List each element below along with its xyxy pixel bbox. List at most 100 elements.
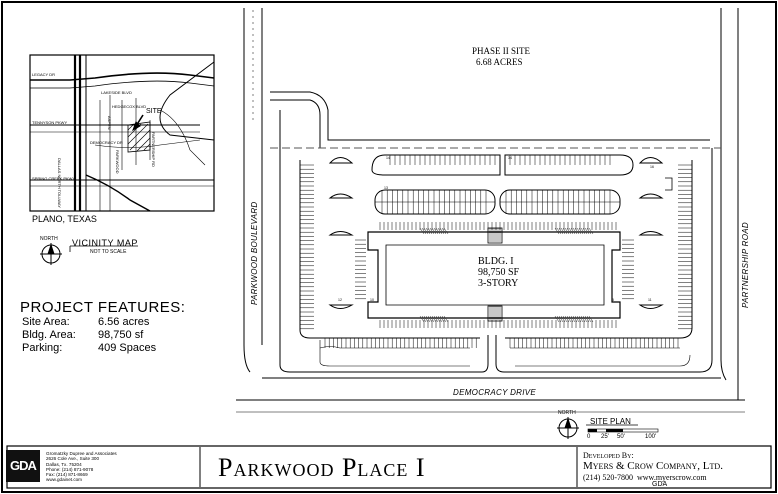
walk-hatch	[584, 315, 590, 323]
walk-hatch	[423, 315, 429, 323]
walk-hatch	[435, 227, 441, 235]
vicinity-street-label: DEMOCRACY DR	[90, 140, 123, 145]
walk-hatch	[572, 227, 578, 235]
developer-web: www.myerscrow.com	[637, 473, 707, 482]
stall-count-label: 16	[650, 165, 654, 169]
firm-logo: GDA	[6, 450, 40, 482]
scale-label: 100'	[645, 434, 657, 440]
walk-hatch	[554, 227, 560, 235]
walk-hatch	[584, 227, 590, 235]
feature-value: 409 Spaces	[98, 342, 157, 354]
street-east-label: PARTNERSHIP ROAD	[741, 222, 750, 308]
firm-line: www.gdainet.com	[46, 477, 83, 483]
firm-line: Phone: (214) 871-9078	[46, 466, 94, 472]
walk-hatch	[570, 315, 576, 323]
walk-hatch	[586, 227, 592, 235]
vicinity-map-title: VICINITY MAP	[72, 238, 138, 248]
walk-hatch	[443, 315, 449, 323]
developer-info: Developed By: Myers & Crow Company, Ltd.…	[583, 450, 723, 483]
walk-hatch	[568, 227, 574, 235]
site-north-label: NORTH	[558, 410, 576, 416]
walk-hatch	[580, 227, 586, 235]
project-features: PROJECT FEATURES: Site Area: 6.56 acres …	[20, 299, 185, 355]
building-walk-hatch	[419, 227, 594, 323]
walk-hatch	[425, 315, 431, 323]
feature-label: Parking:	[22, 342, 63, 354]
walk-hatch	[582, 227, 588, 235]
walk-hatch	[576, 315, 582, 323]
walk-hatch	[566, 315, 572, 323]
walk-hatch	[562, 227, 568, 235]
stall-count-label: 13	[384, 186, 388, 190]
site-plan-title: SITE PLAN	[590, 417, 631, 426]
feature-label: Bldg. Area:	[22, 329, 76, 341]
walk-hatch	[439, 227, 445, 235]
feature-value: 98,750 sf	[98, 329, 144, 341]
firm-line: Dallas, Tx. 75204	[46, 461, 82, 467]
feature-row: Site Area: 6.56 acres	[20, 316, 185, 329]
feature-row: Parking: 409 Spaces	[20, 342, 185, 355]
walk-hatch	[431, 315, 437, 323]
stall-count-label: 34	[508, 156, 512, 160]
walk-hatch	[578, 315, 584, 323]
vicinity-site-hatch	[127, 121, 151, 153]
walk-hatch	[419, 227, 425, 235]
building	[367, 227, 621, 322]
vicinity-street-label: HEDGECOX BLVD	[112, 104, 147, 109]
walk-hatch	[433, 315, 439, 323]
parking-stalls	[300, 164, 692, 348]
walk-hatch	[425, 227, 431, 235]
vicinity-street-label: DALLAS NORTH TOLLWAY	[57, 158, 62, 208]
walk-hatch	[560, 227, 566, 235]
vicinity-scale-note: NOT TO SCALE	[90, 249, 127, 255]
walk-hatch	[560, 315, 566, 323]
vicinity-street-label: ASPEN	[107, 116, 112, 130]
walk-hatch	[437, 315, 443, 323]
vicinity-city: PLANO, TEXAS	[32, 214, 97, 224]
vicinity-north-label: NORTH	[40, 236, 58, 242]
walk-hatch	[441, 315, 447, 323]
stall-count-label: 11	[648, 298, 652, 302]
vicinity-street-label: LEGACY DR	[32, 72, 56, 77]
feature-row: Bldg. Area: 98,750 sf	[20, 329, 185, 342]
walk-hatch	[554, 315, 560, 323]
streets	[236, 8, 745, 413]
walk-hatch	[427, 315, 433, 323]
walk-hatch	[588, 227, 594, 235]
walk-hatch	[576, 227, 582, 235]
walk-hatch	[421, 227, 427, 235]
vicinity-street-label: LAKESIDE BLVD	[101, 90, 132, 95]
scale-label: 0	[587, 434, 591, 440]
walk-hatch	[564, 227, 570, 235]
street-west-label: PARKWOOD BOULEVARD	[250, 201, 259, 306]
walk-hatch	[429, 315, 435, 323]
walk-hatch	[588, 315, 594, 323]
walk-hatch	[421, 315, 427, 323]
vicinity-street-label: TENNYSON PKWY	[32, 120, 68, 125]
developer-prefix: Developed By:	[583, 451, 634, 460]
walk-hatch	[558, 227, 564, 235]
vicinity-map	[29, 54, 215, 212]
building-name: BLDG. I	[478, 256, 514, 267]
walk-hatch	[429, 227, 435, 235]
firm-line: Gromatzky Dupree and Associates	[46, 451, 117, 456]
site-boundary	[270, 91, 721, 373]
stall-count-label: 10	[370, 298, 374, 302]
walk-hatch	[562, 315, 568, 323]
project-title: Parkwood Place I	[218, 453, 426, 482]
small-firm-logo: GDA	[652, 481, 668, 488]
phase-acres: 6.68 ACRES	[476, 57, 523, 67]
walk-hatch	[586, 315, 592, 323]
walk-hatch	[431, 227, 437, 235]
developer-contact: (214) 520-7800 www.myerscrow.com	[583, 472, 723, 483]
vicinity-north-arrow-icon	[40, 243, 62, 265]
scale-label: 25'	[601, 434, 609, 440]
walk-hatch	[564, 315, 570, 323]
vicinity-site-label: SITE	[146, 108, 162, 115]
walk-hatch	[568, 315, 574, 323]
walk-hatch	[566, 227, 572, 235]
firm-line: Fax: (214) 871-8669	[46, 472, 88, 478]
walk-hatch	[572, 315, 578, 323]
vicinity-street-label: SPRING CREEK PKWY	[32, 176, 76, 181]
